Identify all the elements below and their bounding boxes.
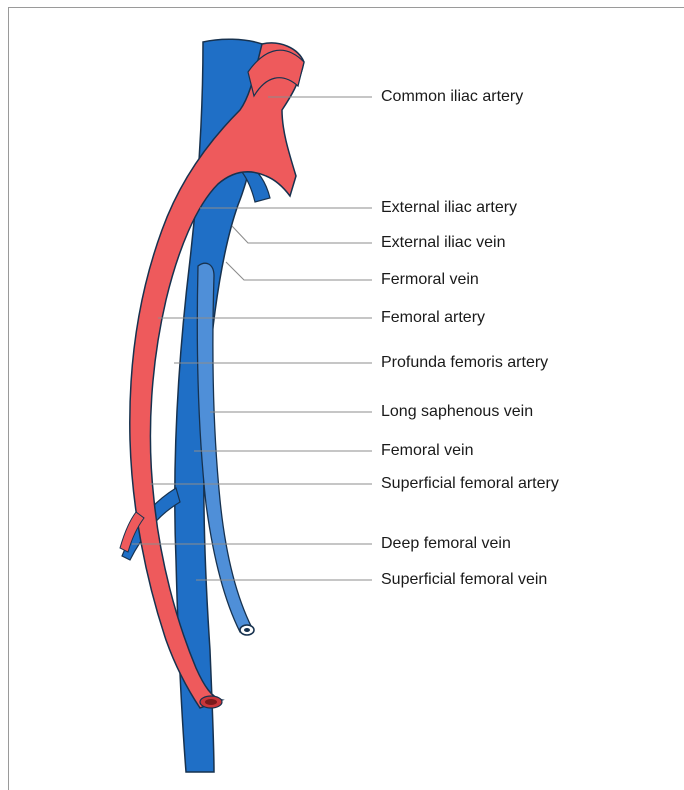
label-superficial-femoral-artery: Superficial femoral artery <box>381 474 559 494</box>
label-external-iliac-artery: External iliac artery <box>381 198 517 218</box>
leader-external-iliac-vein <box>232 226 372 243</box>
label-femoral-artery: Femoral artery <box>381 308 485 328</box>
saphenous-vein-lumen <box>244 628 250 632</box>
label-fermoral-vein: Fermoral vein <box>381 270 479 290</box>
label-superficial-femoral-vein: Superficial femoral vein <box>381 570 547 590</box>
leader-fermoral-vein <box>226 262 372 280</box>
label-external-iliac-vein: External iliac vein <box>381 233 506 253</box>
artery-lumen <box>205 699 217 705</box>
main-artery <box>130 43 304 708</box>
label-long-saphenous-vein: Long saphenous vein <box>381 402 533 422</box>
label-deep-femoral-vein: Deep femoral vein <box>381 534 511 554</box>
label-profunda-femoris-artery: Profunda femoris artery <box>381 353 548 373</box>
label-common-iliac-artery: Common iliac artery <box>381 87 523 107</box>
label-femoral-vein: Femoral vein <box>381 441 473 461</box>
